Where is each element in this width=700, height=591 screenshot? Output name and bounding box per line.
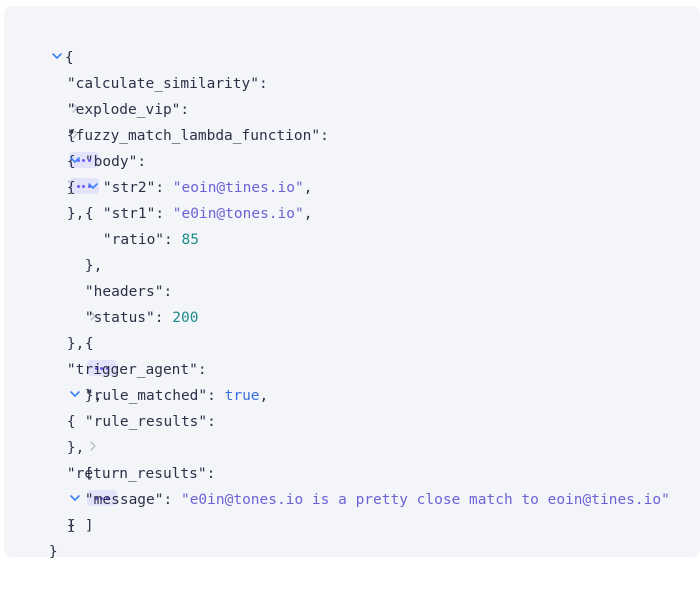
ellipsis-icon[interactable] [68, 178, 99, 194]
json-node-rule-results: "rule_results": [ ] [84, 414, 225, 534]
json-key: "body" [84, 154, 138, 170]
json-key: "trigger_agent" [66, 362, 198, 378]
fuzzy-match-close-brace: }, [66, 336, 85, 352]
chevron-right-icon[interactable] [67, 101, 83, 115]
ellipsis-icon[interactable] [86, 360, 117, 376]
root-close-brace: } [48, 544, 58, 560]
json-node-str2: "str2": "eoin@tines.io", [102, 180, 313, 196]
json-node-rule-matched: "rule_matched": true, [84, 388, 269, 404]
json-node-message: "message": "e0in@tones.io is a pretty cl… [84, 492, 670, 508]
json-viewer: { "calculate_similarity": { }, "explode_… [4, 6, 700, 560]
root-open-brace: { [64, 50, 74, 66]
root-object-line: { [14, 19, 74, 66]
json-key: "str1" [102, 206, 156, 222]
json-node-str1: "str1": "e0in@tones.io", [102, 206, 313, 222]
json-node-calculate-similarity: "calculate_similarity": { }, [32, 45, 276, 196]
trigger-agent-close-brace: }, [66, 440, 85, 456]
chevron-right-icon[interactable] [85, 309, 101, 323]
json-key: "rule_results" [84, 414, 208, 430]
ellipsis-icon[interactable] [68, 152, 99, 168]
json-node-ratio: "ratio": 85 [102, 232, 199, 248]
json-node-body: "body": { [84, 154, 155, 222]
json-key: "message" [84, 492, 164, 508]
json-string-value: "eoin@tines.io" [172, 180, 304, 196]
json-key: "status" [84, 310, 155, 326]
json-node-headers: "headers": { }, [84, 284, 181, 404]
json-key: "ratio" [102, 232, 165, 248]
chevron-down-icon[interactable] [85, 179, 101, 193]
json-key: "explode_vip" [66, 102, 181, 118]
chevron-down-icon[interactable] [67, 153, 83, 167]
json-key: "str2" [102, 180, 156, 196]
chevron-down-icon[interactable] [67, 387, 83, 401]
json-boolean-value: true [224, 388, 260, 404]
chevron-right-icon[interactable] [67, 127, 83, 141]
json-key: "calculate_similarity" [66, 76, 259, 92]
json-node-explode-vip: "explode_vip": { }, [66, 102, 198, 222]
chevron-right-icon[interactable] [85, 439, 101, 453]
json-string-value: "e0in@tones.io" [172, 206, 304, 222]
json-key: "return_results" [66, 466, 207, 482]
return-results-close-brace: } [66, 518, 76, 534]
json-node-fuzzy-match-lambda-function: "fuzzy_match_lambda_function": { [66, 128, 338, 196]
ellipsis-icon[interactable] [86, 490, 117, 506]
json-node-return-results: "return_results": { [66, 466, 225, 534]
json-key: "fuzzy_match_lambda_function" [66, 128, 321, 144]
json-string-value: "e0in@tones.io is a pretty close match t… [180, 492, 670, 508]
body-close-brace: }, [84, 258, 103, 274]
json-number-value: 200 [172, 310, 199, 326]
chevron-down-icon[interactable] [67, 491, 83, 505]
json-node-trigger-agent: "trigger_agent": { [66, 362, 216, 430]
chevron-down-icon[interactable] [49, 49, 65, 63]
json-key: "headers" [84, 284, 164, 300]
json-key: "rule_matched" [84, 388, 208, 404]
json-node-status: "status": 200 [84, 310, 199, 326]
json-number-value: 85 [181, 232, 199, 248]
